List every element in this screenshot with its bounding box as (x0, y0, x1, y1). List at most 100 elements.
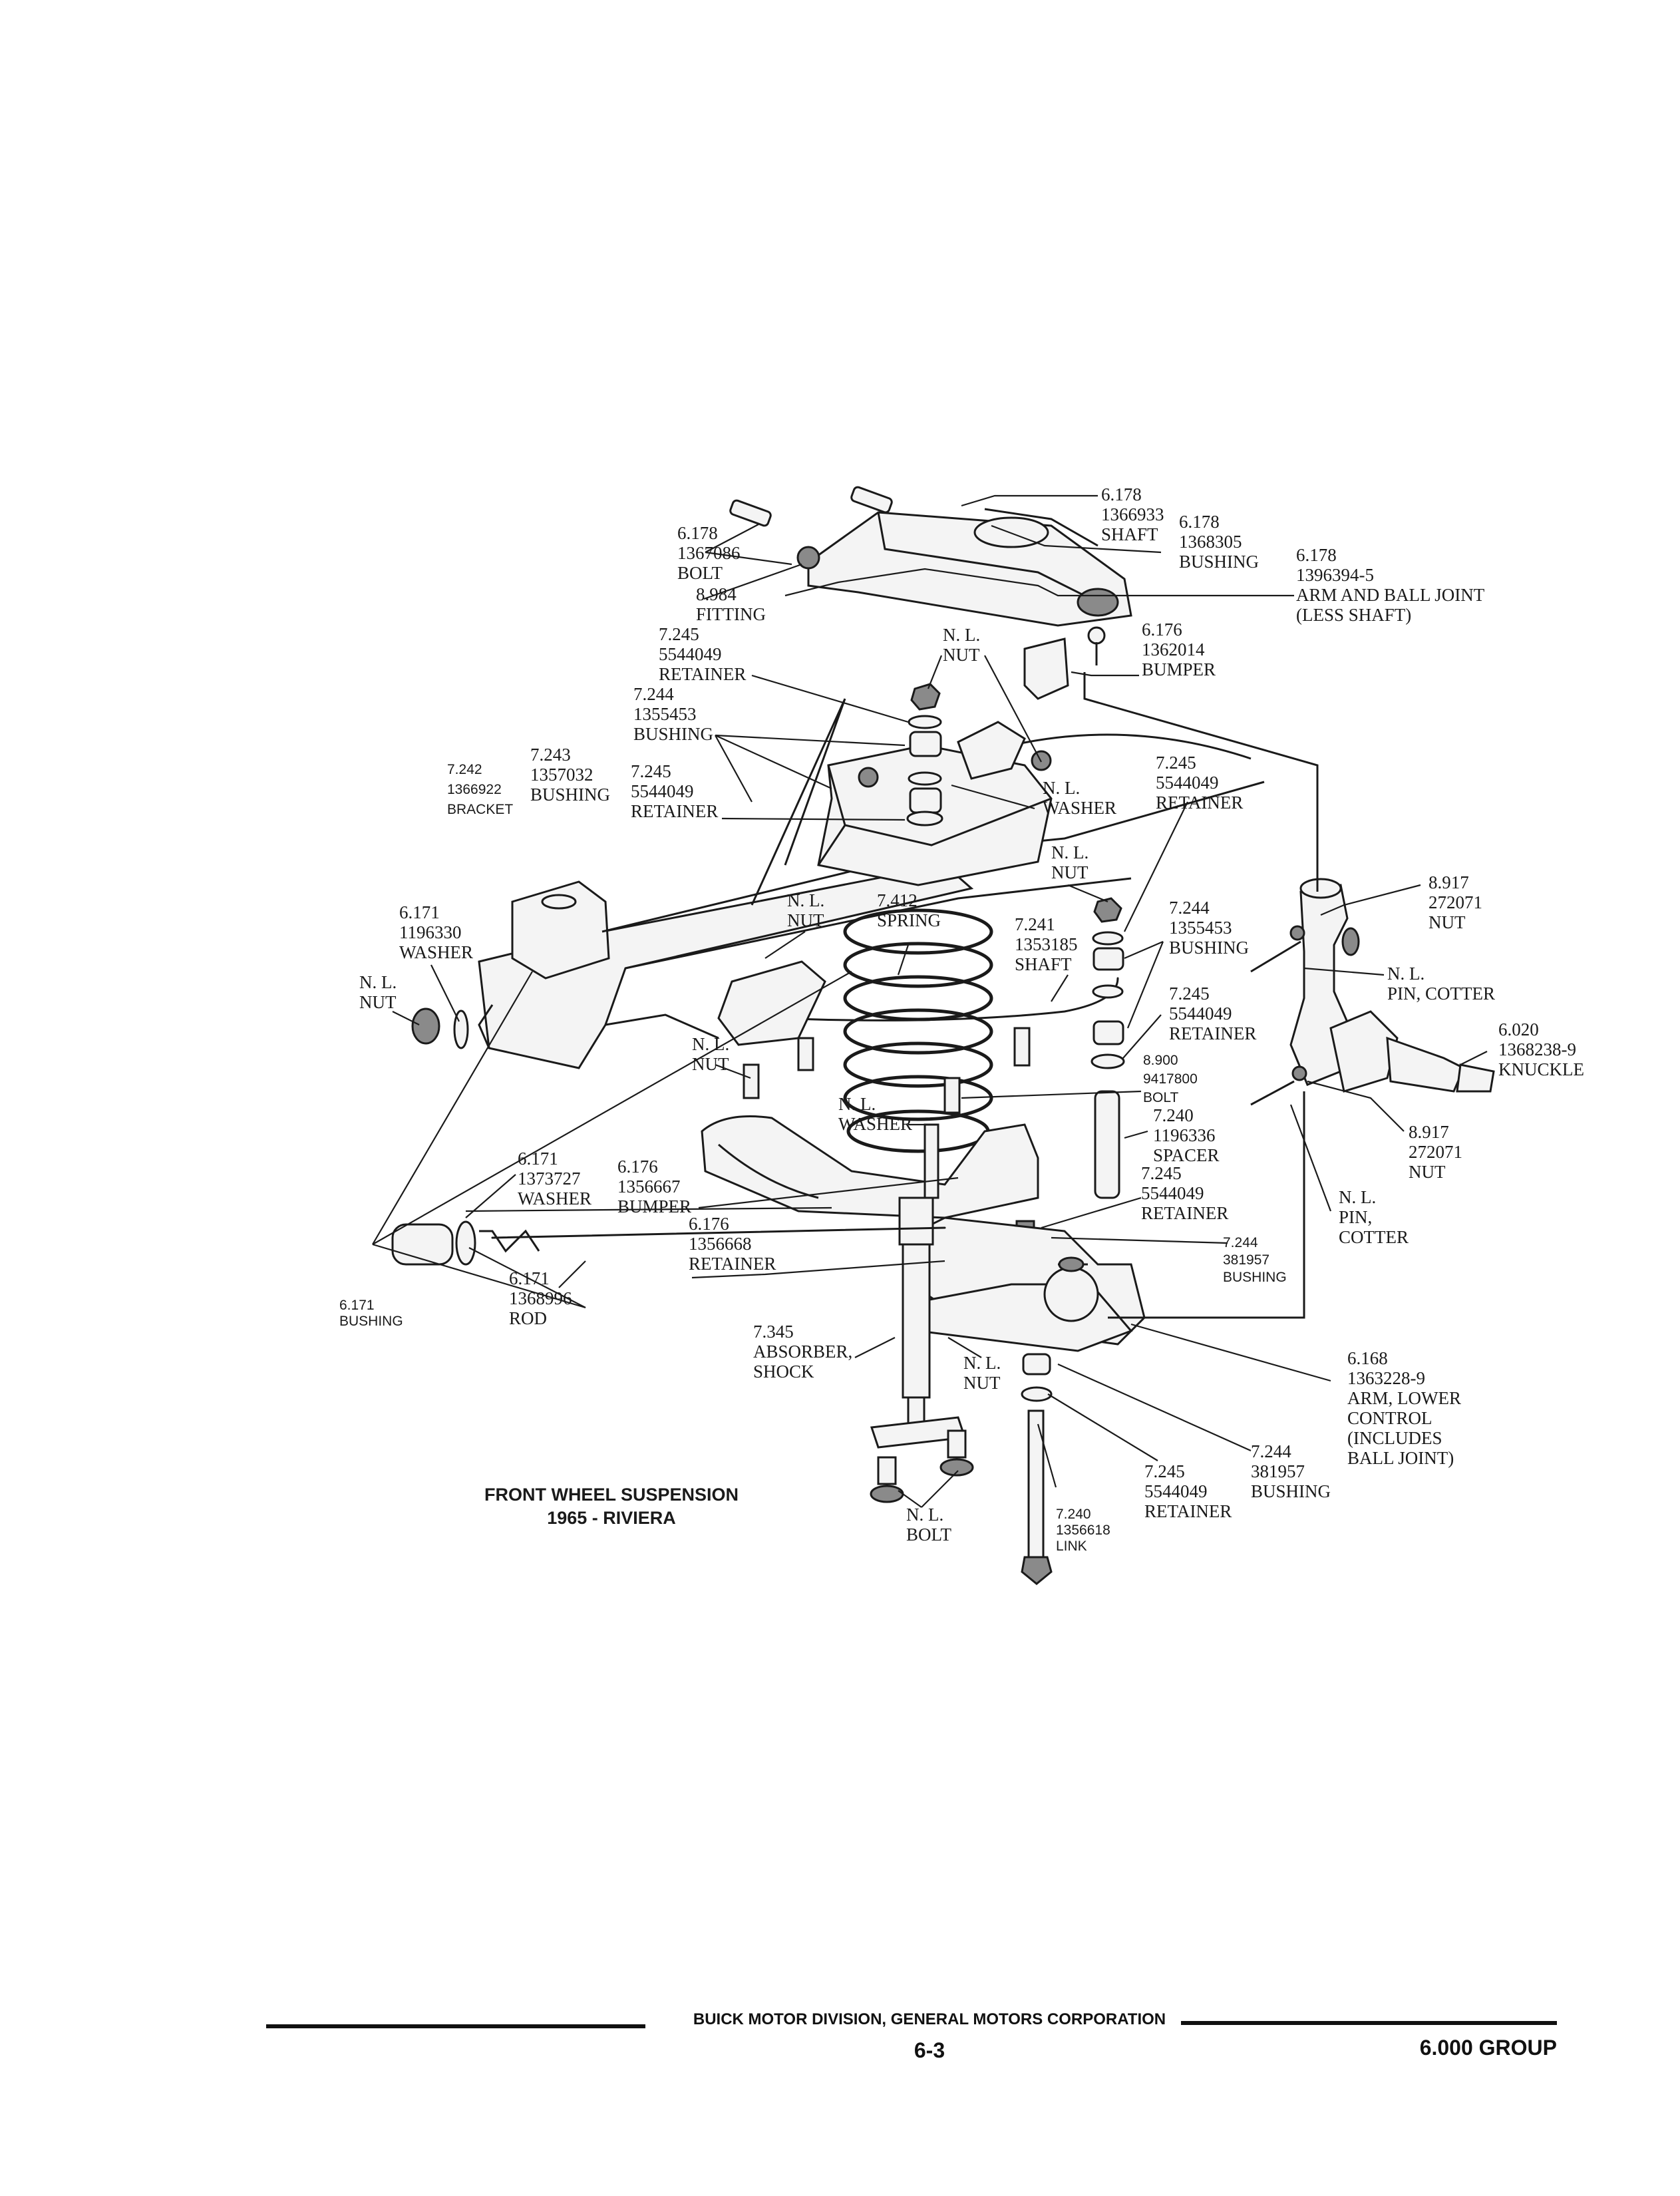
callout-line: 7.245 (1141, 1163, 1182, 1183)
callout-line: ROD (509, 1308, 547, 1328)
lower-bumper-part (701, 1115, 1039, 1219)
callout-line: 6.178 (1179, 512, 1220, 532)
callout-nut-left: N. L.NUT (692, 1034, 729, 1074)
diagram-title-line1: FRONT WHEEL SUSPENSION (484, 1485, 739, 1505)
callout-line: PIN, COTTER (1387, 984, 1495, 1004)
callout-nut-spring: N. L.NUT (787, 890, 824, 930)
callout-washer-lower: N. L.WASHER (838, 1094, 912, 1134)
callout-line: PIN, (1339, 1207, 1372, 1227)
callout-line: 1396394-5 (1296, 565, 1374, 585)
callout-strut-nut: N. L.NUT (359, 972, 397, 1012)
callout-line: 1356667 (617, 1177, 681, 1196)
callout-line: SPRING (877, 910, 941, 930)
callout-line: NUT (1428, 912, 1466, 932)
callout-line: 1366933 (1101, 504, 1164, 524)
callout-line: BRACKET (447, 802, 513, 817)
coil-spring-part (843, 908, 993, 1153)
callout-line: WASHER (518, 1189, 591, 1208)
frame-crossmember (478, 781, 1265, 1069)
callout-line: 1368238-9 (1498, 1039, 1576, 1059)
lower-link-part (1021, 1353, 1053, 1585)
footer-company: BUICK MOTOR DIVISION, GENERAL MOTORS COR… (693, 2010, 1166, 2028)
callout-line: 1368305 (1179, 532, 1242, 552)
callout-line: 1363228-9 (1347, 1368, 1425, 1388)
callout-line: BUSHING (1169, 938, 1249, 958)
callout-line: 7.242 (447, 762, 482, 777)
callout-line: CONTROL (1347, 1408, 1432, 1428)
callout-line: 7.412 (877, 890, 918, 910)
callout-line: BUMPER (1142, 659, 1216, 679)
callout-line: 7.243 (530, 745, 571, 765)
callout-line: ABSORBER, (753, 1342, 852, 1362)
callout-line: WASHER (838, 1114, 912, 1134)
callout-line: NUT (1409, 1162, 1446, 1182)
callout-line: ARM AND BALL JOINT (1296, 585, 1485, 605)
callout-line: 5544049 (1169, 1004, 1232, 1023)
callout-line: 8.900 (1143, 1053, 1178, 1068)
callout-line: SHAFT (1015, 954, 1072, 974)
callout-line: KNUCKLE (1498, 1059, 1584, 1079)
callout-line: NUT (943, 645, 980, 665)
callout-nut-top: N. L.NUT (943, 625, 980, 665)
callout-line: 8.917 (1428, 872, 1469, 892)
callout-nut-shock: N. L.NUT (963, 1353, 1001, 1393)
callout-line: 5544049 (1144, 1481, 1208, 1501)
footer-page-number: 6-3 (914, 2038, 945, 2062)
callout-bolt-lower: N. L.BOLT (906, 1505, 952, 1545)
callout-line: RETAINER (1144, 1501, 1232, 1521)
callout-cotter-pin-top: N. L.PIN, COTTER (1387, 964, 1495, 1004)
callout-line: WASHER (399, 942, 473, 962)
callout-line: 6.020 (1498, 1019, 1539, 1039)
callout-line: 1356668 (689, 1234, 752, 1254)
shock-absorber-part (870, 1196, 967, 1449)
callout-line: N. L. (1339, 1187, 1376, 1207)
callout-line: NUT (1051, 862, 1089, 882)
callout-line: RETAINER (1169, 1023, 1256, 1043)
callout-line: 1357032 (530, 765, 593, 785)
callout-line: BUSHING (633, 724, 713, 744)
callout-line: 1196330 (399, 922, 462, 942)
callout-line: (LESS SHAFT) (1296, 605, 1411, 625)
callout-line: N. L. (787, 890, 824, 910)
suspension-illustration (391, 486, 1495, 1585)
callout-line: 1366922 (447, 782, 502, 797)
callout-line: 5544049 (631, 781, 694, 801)
callout-line: 381957 (1251, 1461, 1305, 1481)
footer-group: 6.000 GROUP (1420, 2036, 1557, 2060)
callout-line: 7.244 (1251, 1441, 1291, 1461)
callout-line: 6.171 (399, 902, 440, 922)
callout-line: 7.345 (753, 1322, 794, 1342)
callout-line: 6.176 (617, 1157, 658, 1177)
callout-line: 1368996 (509, 1288, 572, 1308)
callout-line: 5544049 (1141, 1183, 1204, 1203)
page-footer: BUICK MOTOR DIVISION, GENERAL MOTORS COR… (266, 2010, 1557, 2062)
callout-line: 9417800 (1143, 1071, 1198, 1087)
callout-line: RETAINER (659, 664, 746, 684)
diagram-title-line2: 1965 - RIVIERA (547, 1508, 676, 1528)
callout-line: 8.917 (1409, 1122, 1449, 1142)
callout-line: RETAINER (1141, 1203, 1228, 1223)
callout-line: 7.240 (1153, 1105, 1194, 1125)
assembly-guide-lines (751, 672, 1319, 1319)
